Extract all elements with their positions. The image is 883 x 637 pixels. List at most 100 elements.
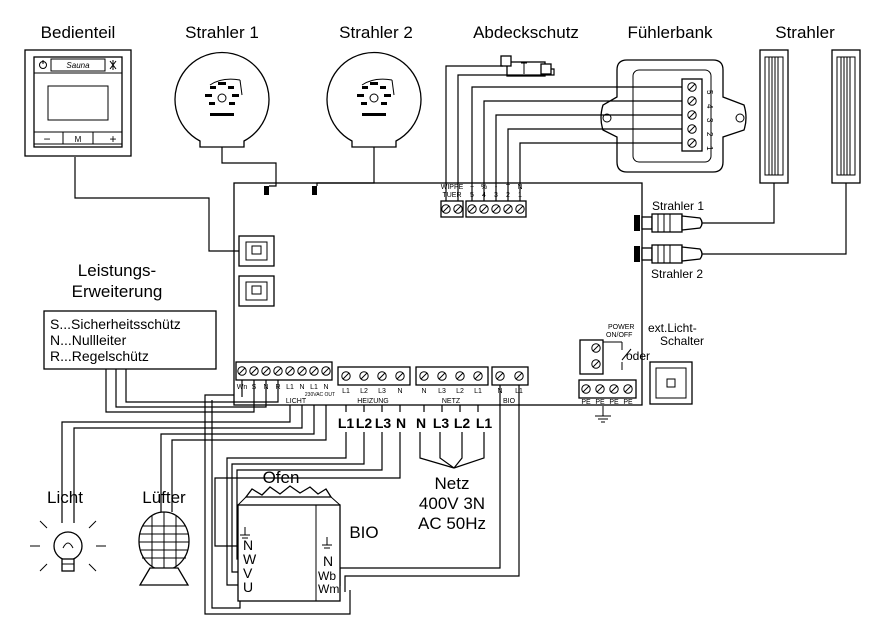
ext-schalter-label-1: ext.Licht- <box>648 321 697 335</box>
fuehlerbank-device: 5 4 3 2 1 <box>600 59 747 173</box>
strahler1-plug <box>634 213 703 233</box>
onoff-label: ON/OFF <box>606 332 632 339</box>
pe-label: PE <box>581 399 591 406</box>
licht-term-label: N <box>323 384 328 391</box>
leistung-label-1: Leistungs- <box>78 261 156 280</box>
fuehler-num: 2 <box>705 132 714 137</box>
netz-term-label: L3 <box>438 388 446 395</box>
heizung-cable-label: N <box>396 415 406 431</box>
heizung-term-label: L1 <box>342 388 350 395</box>
heizung-cable-label: L1 <box>338 415 355 431</box>
bio-device-term-label: Wm <box>318 582 339 596</box>
fuehler-num: 1 <box>705 146 714 151</box>
rj-socket-2 <box>238 275 275 307</box>
licht-sub-label: 230VAC OUT <box>305 392 335 398</box>
pe-label: PE <box>595 399 605 406</box>
strahler2-right-label: Strahler 2 <box>651 267 703 281</box>
tuer-terminal-block: WIPPE TUER <box>440 184 464 218</box>
netz-terminal-block: N L3 L2 L1 NETZ <box>415 366 489 405</box>
leistung-legend-box <box>43 310 217 370</box>
panel-display <box>47 85 109 121</box>
netz-term-label: L2 <box>456 388 464 395</box>
heizung-term-label: N <box>397 388 402 395</box>
netz-freq-label: AC 50Hz <box>418 514 486 533</box>
legend-s: S...Sicherheitsschütz <box>50 316 181 332</box>
strahler2-device <box>326 51 422 148</box>
power-label: POWER <box>608 324 634 331</box>
luefter-label: Lüfter <box>142 488 186 507</box>
netz-voltage-label: 400V 3N <box>419 494 485 513</box>
strahler1-device <box>174 51 270 148</box>
tuer-label: TUER <box>442 192 461 199</box>
bedienteil-label: Bedienteil <box>41 23 116 42</box>
power-icon <box>39 60 47 69</box>
leistung-label-2: Erweiterung <box>72 282 163 301</box>
licht-label: Licht <box>47 488 83 507</box>
strahler2-top-label: Strahler 2 <box>339 23 413 42</box>
bio-ground-symbol <box>322 537 332 549</box>
netz-cable-label: L3 <box>433 415 450 431</box>
netz-cable-label: L2 <box>454 415 471 431</box>
ofen-term-label: N <box>243 537 253 553</box>
heizung-term-label: L2 <box>360 388 368 395</box>
fuehler-num: 3 <box>705 118 714 123</box>
netz-group-label: NETZ <box>442 398 461 405</box>
wippe-label: WIPPE <box>441 184 464 191</box>
ofen-term-label: U <box>243 579 253 595</box>
ofen-ground-symbol <box>240 527 250 539</box>
pe-label: PE <box>623 399 633 406</box>
legend-n: N...Nullleiter <box>50 332 127 348</box>
strahler1-right-label: Strahler 1 <box>652 199 704 213</box>
heizung-term-label: L3 <box>378 388 386 395</box>
strahler1-top-label: Strahler 1 <box>185 23 259 42</box>
fuehler-num: 5 <box>705 90 714 95</box>
heizung-group-label: HEIZUNG <box>357 398 389 405</box>
licht-group-label: LICHT <box>286 398 307 405</box>
panel-minus-button: − <box>43 132 50 146</box>
ext-schalter-label-2: Schalter <box>660 334 704 348</box>
light-icon <box>109 60 117 70</box>
ofen-term-label: V <box>243 565 253 581</box>
licht-term-label: L1 <box>310 384 318 391</box>
sauna-brand-text: Sauna <box>66 61 90 70</box>
strahler-bar-2 <box>831 49 861 184</box>
ground-symbol <box>595 406 611 423</box>
abdeckschutz-device <box>500 55 552 77</box>
bedienteil-device: Sauna − M + <box>24 49 132 157</box>
wiring <box>61 65 847 615</box>
strahler-bar-1 <box>759 49 789 184</box>
bio-group-label: BIO <box>503 398 516 405</box>
ofen-label: Ofen <box>263 468 300 487</box>
panel-m-button: M <box>75 135 82 144</box>
fuehlerbank-label: Fühlerbank <box>627 23 713 42</box>
legend-r: R...Regelschütz <box>50 348 149 364</box>
netz-cable-label: N <box>416 415 426 431</box>
power-switch: POWER ON/OFF <box>579 324 634 375</box>
panel-plus-button: + <box>109 132 116 146</box>
abdeckschutz-label: Abdeckschutz <box>473 23 579 42</box>
strahler1-board-connector <box>264 186 269 195</box>
ofen-term-label: W <box>243 551 257 567</box>
netz-cable-label: L1 <box>476 415 493 431</box>
netz-term-label: N <box>421 388 426 395</box>
ofen-device <box>237 485 341 602</box>
licht-term-label: N <box>299 384 304 391</box>
bio-device-term-label: N <box>323 553 333 569</box>
light-bulb-icon <box>30 520 106 572</box>
heizung-terminal-block: L1 L2 L3 N HEIZUNG <box>337 366 411 405</box>
strahler-top-label: Strahler <box>775 23 835 42</box>
ext-light-switch <box>649 361 693 405</box>
oder-label: oder <box>626 349 650 363</box>
licht-term-label: L1 <box>286 384 294 391</box>
fan-icon <box>138 511 190 586</box>
bio-device-term-label: Wb <box>318 569 336 583</box>
netz-label: Netz <box>435 474 470 493</box>
netz-term-label: L1 <box>474 388 482 395</box>
heizung-cable-label: L3 <box>375 415 392 431</box>
pe-terminal-block: PE PE PE PE <box>578 379 637 406</box>
bio-label: BIO <box>349 523 378 542</box>
strahler2-plug <box>634 244 703 264</box>
pe-label: PE <box>609 399 619 406</box>
strahler2-board-connector <box>312 186 317 195</box>
